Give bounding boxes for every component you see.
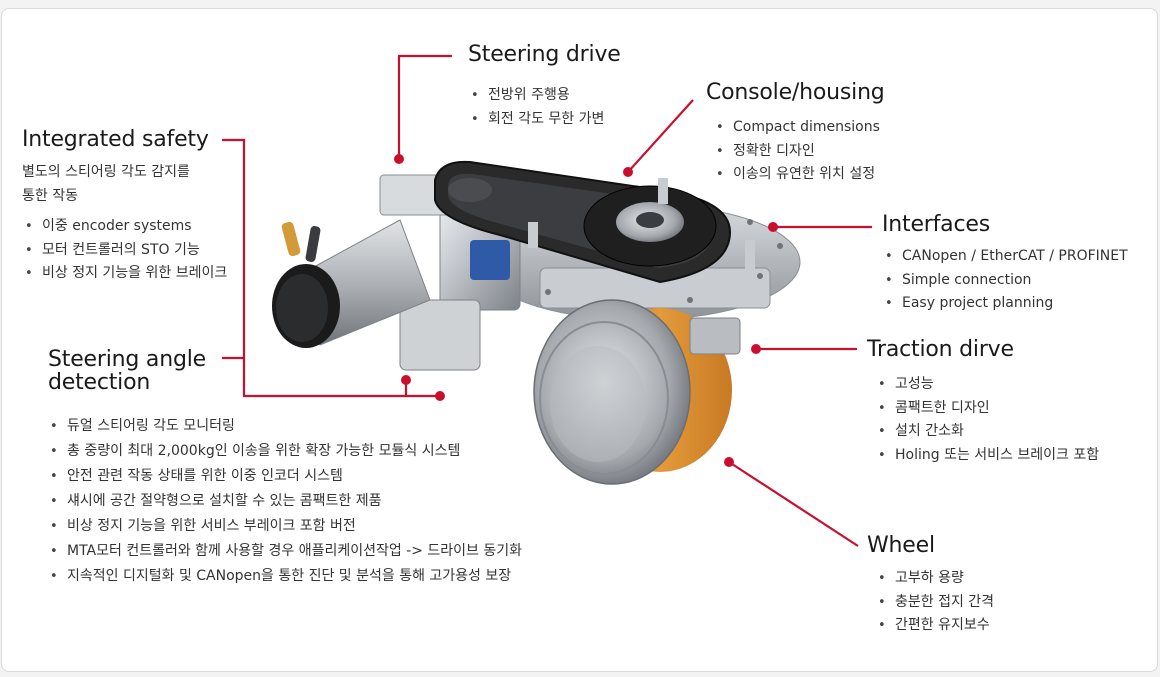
steering-angle-title-line1: Steering angle (48, 347, 206, 372)
interfaces-list: CANopen / EtherCAT / PROFINET Simple con… (882, 245, 1128, 316)
list-item: 듀얼 스티어링 각도 모니터링 (47, 414, 522, 439)
steering-angle-title-line2: detection (48, 370, 151, 395)
integrated-safety-description-line1: 별도의 스티어링 각도 감지를 (22, 164, 190, 180)
list-item: 회전 각도 무한 가변 (468, 108, 604, 132)
console-housing-title: Console/housing (706, 80, 885, 105)
list-item: 안전 관련 작동 상태를 위한 이중 인코더 시스템 (47, 464, 522, 489)
list-item: Easy project planning (882, 292, 1128, 316)
list-item: 섀시에 공간 절약형으로 설치할 수 있는 콤팩트한 제품 (47, 489, 522, 514)
list-item: 고성능 (875, 373, 1099, 397)
list-item: 이중 encoder systems (22, 215, 227, 239)
list-item: 비상 정지 기능을 위한 서비스 부레이크 포함 버전 (47, 514, 522, 539)
list-item: 지속적인 디지털화 및 CANopen을 통한 진단 및 분석을 통해 고가용성… (47, 564, 522, 589)
list-item: Compact dimensions (713, 116, 880, 140)
steering-drive-list: 전방위 주행용 회전 각도 무한 가변 (468, 84, 604, 131)
steering-angle-list: 듀얼 스티어링 각도 모니터링 총 중량이 최대 2,000kg인 이송을 위한… (47, 414, 522, 589)
callout-lines (222, 54, 872, 547)
belt-drive (434, 160, 755, 284)
list-item: CANopen / EtherCAT / PROFINET (882, 245, 1128, 269)
interfaces-title: Interfaces (882, 212, 990, 237)
list-item: 충분한 접지 간격 (875, 591, 994, 615)
traction-drive-list: 고성능 콤팩트한 디자인 설치 간소화 Holing 또는 서비스 브레이크 포… (875, 373, 1099, 467)
motor-illustration (272, 219, 431, 348)
list-item: 고부하 용량 (875, 567, 994, 591)
callout-dots (394, 154, 778, 467)
wheel-title: Wheel (867, 533, 935, 558)
list-item: 간편한 유지보수 (875, 614, 994, 638)
list-item: 이송의 유연한 위치 설정 (713, 163, 880, 187)
list-item: Simple connection (882, 269, 1128, 293)
list-item: 모터 컨트롤러의 STO 기능 (22, 239, 227, 263)
list-item: MTA모터 컨트롤러와 함께 사용할 경우 애플리케이션작업 -> 드라이브 동… (47, 539, 522, 564)
wheel-list: 고부하 용량 충분한 접지 간격 간편한 유지보수 (875, 567, 994, 638)
integrated-safety-list: 이중 encoder systems 모터 컨트롤러의 STO 기능 비상 정지… (22, 215, 227, 286)
list-item: Holing 또는 서비스 브레이크 포함 (875, 444, 1099, 468)
integrated-safety-description-line2: 통한 작동 (22, 188, 78, 204)
integrated-safety-title: Integrated safety (22, 127, 209, 152)
traction-drive-title: Traction dirve (867, 337, 1014, 362)
console-housing-list: Compact dimensions 정확한 디자인 이송의 유연한 위치 설정 (713, 116, 880, 187)
list-item: 설치 간소화 (875, 420, 1099, 444)
list-item: 콤팩트한 디자인 (875, 397, 1099, 421)
list-item: 비상 정지 기능을 위한 브레이크 (22, 262, 227, 286)
steering-drive-title: Steering drive (468, 42, 621, 67)
wheel-illustration (533, 299, 741, 485)
list-item: 총 중량이 최대 2,000kg인 이송을 위한 확장 가능한 모듈식 시스템 (47, 439, 522, 464)
list-item: 정확한 디자인 (713, 140, 880, 164)
list-item: 전방위 주행용 (468, 84, 604, 108)
